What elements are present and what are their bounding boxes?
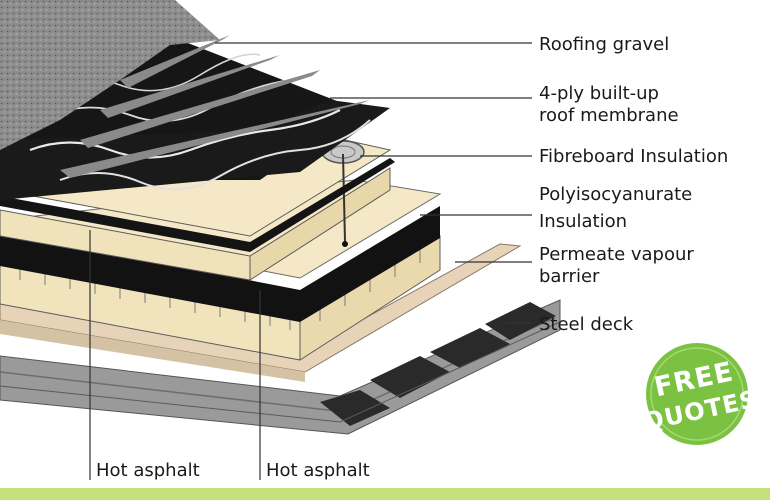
- steel-deck-layer: [0, 299, 561, 435]
- hot-asphalt-upper-layer: [0, 158, 395, 252]
- steel-deck-flute: [370, 356, 450, 398]
- leader-lines: [89, 42, 532, 480]
- steel-deck-flute: [430, 328, 510, 368]
- hot-asphalt-lower-layer: [0, 206, 440, 322]
- label-membrane-line1: 4-ply built-up: [539, 83, 659, 104]
- roofing-gravel-layer: [0, 0, 220, 150]
- label-vapour-line1: Permeate vapour: [539, 244, 694, 265]
- label-membrane-line2: roof membrane: [539, 105, 679, 126]
- label-polyiso-line2: Insulation: [539, 211, 627, 232]
- label-fibreboard: Fibreboard Insulation: [539, 146, 728, 167]
- label-hot-asphalt-left: Hot asphalt: [96, 460, 200, 481]
- steel-deck-flute: [485, 302, 556, 340]
- fastener-screw: [342, 153, 346, 243]
- label-steel-deck: Steel deck: [539, 314, 634, 335]
- label-roofing-gravel: Roofing gravel: [539, 34, 669, 55]
- bottom-bar: [0, 488, 770, 500]
- label-polyiso-line1: Polyisocyanurate: [539, 184, 692, 205]
- steel-deck-flute: [320, 390, 390, 426]
- free-quotes-badge[interactable]: FREE QUOTES: [634, 339, 760, 449]
- label-hot-asphalt-right: Hot asphalt: [266, 460, 370, 481]
- label-vapour-line2: barrier: [539, 266, 600, 287]
